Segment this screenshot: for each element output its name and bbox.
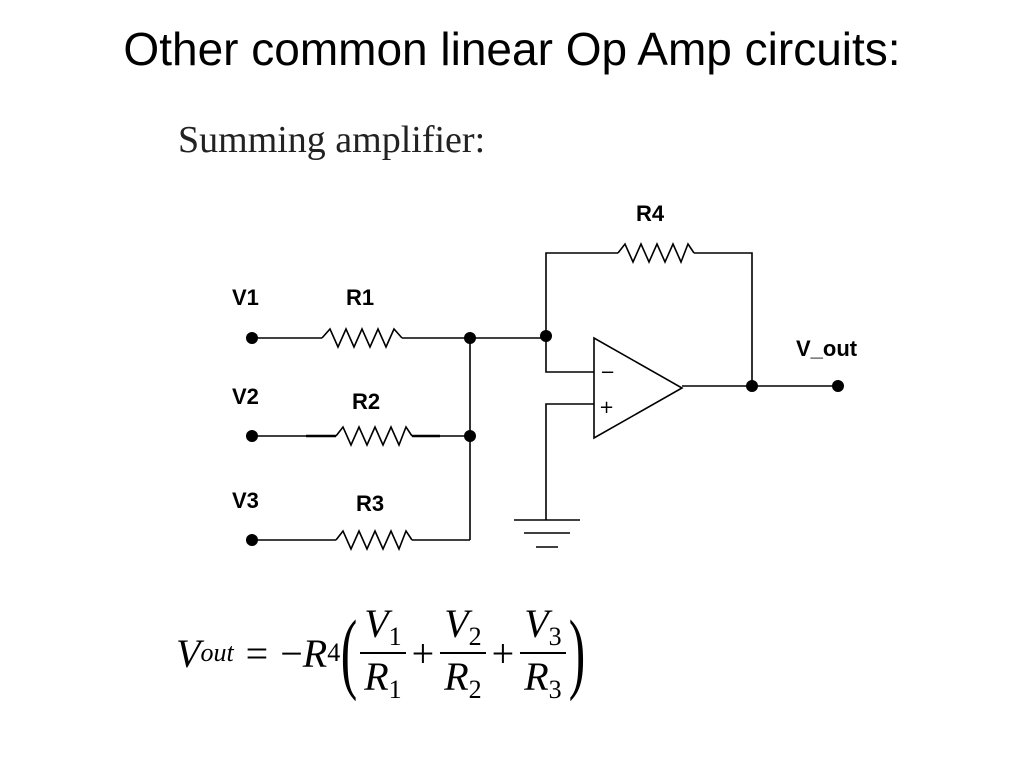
junction-output: [746, 380, 758, 392]
input-branch-v1: [246, 327, 470, 349]
label-r4: R4: [636, 201, 665, 226]
opamp-triangle: [593, 336, 684, 440]
formula-term-2: V2 R2: [440, 600, 486, 704]
junction-r2: [464, 430, 476, 442]
label-r3: R3: [356, 491, 384, 516]
label-r1: R1: [346, 285, 374, 310]
label-r2: R2: [352, 389, 380, 414]
opamp-noninverting-sign: +: [599, 397, 614, 418]
term2-den-var: R: [444, 654, 469, 699]
resistor-r2: [335, 425, 413, 448]
label-v3: V3: [232, 488, 259, 513]
term1-num-sub: 1: [388, 621, 402, 651]
formula-gain-sub: 4: [327, 638, 341, 667]
term1-den-sub: 1: [388, 675, 402, 704]
feedback-wire-left: [545, 252, 618, 336]
summing-amplifier-schematic: − + V1 R1 V2 R2 V3 R3 R4 V_out: [232, 201, 858, 552]
term2-num-var: V: [444, 600, 469, 646]
term2-num-sub: 2: [468, 621, 482, 651]
formula-close-paren: ): [568, 603, 585, 702]
term3-num-sub: 3: [548, 621, 562, 651]
resistor-r4: [617, 242, 695, 265]
formula-lhs-var: V: [176, 630, 201, 676]
wire-inverting-input: [545, 336, 594, 373]
formula-minus: −: [280, 630, 303, 676]
term2-den-sub: 2: [468, 675, 482, 704]
formula-plus-2: +: [491, 630, 515, 676]
input-branch-v2: [246, 425, 470, 448]
resistor-r3: [335, 529, 413, 552]
term1-den-var: R: [364, 654, 389, 699]
feedback-wire-right: [694, 252, 753, 386]
formula-open-paren: (: [340, 603, 358, 702]
formula-term-1: V1 R1: [360, 600, 406, 704]
formula-lhs-sub: out: [200, 638, 234, 667]
resistor-r1: [321, 327, 403, 349]
formula-gain-var: R: [302, 630, 328, 676]
opamp-inverting-sign: −: [600, 362, 615, 383]
input-branch-v3: [246, 529, 470, 552]
circuit-subtitle: Summing amplifier:: [178, 119, 486, 161]
term3-den-sub: 3: [548, 675, 562, 704]
formula-equals: =: [245, 630, 269, 676]
label-vout: V_out: [796, 336, 858, 361]
term3-num-var: V: [524, 600, 549, 646]
label-v2: V2: [232, 384, 259, 409]
term1-num-var: V: [364, 600, 389, 646]
output-node: [832, 380, 844, 392]
formula-plus-1: +: [411, 630, 435, 676]
term3-den-var: R: [524, 654, 549, 699]
label-v1: V1: [232, 285, 259, 310]
formula-term-3: V3 R3: [520, 600, 566, 704]
ground-symbol: [514, 519, 580, 548]
wire-noninverting-input: [545, 403, 594, 520]
slide-title: Other common linear Op Amp circuits:: [123, 23, 901, 75]
